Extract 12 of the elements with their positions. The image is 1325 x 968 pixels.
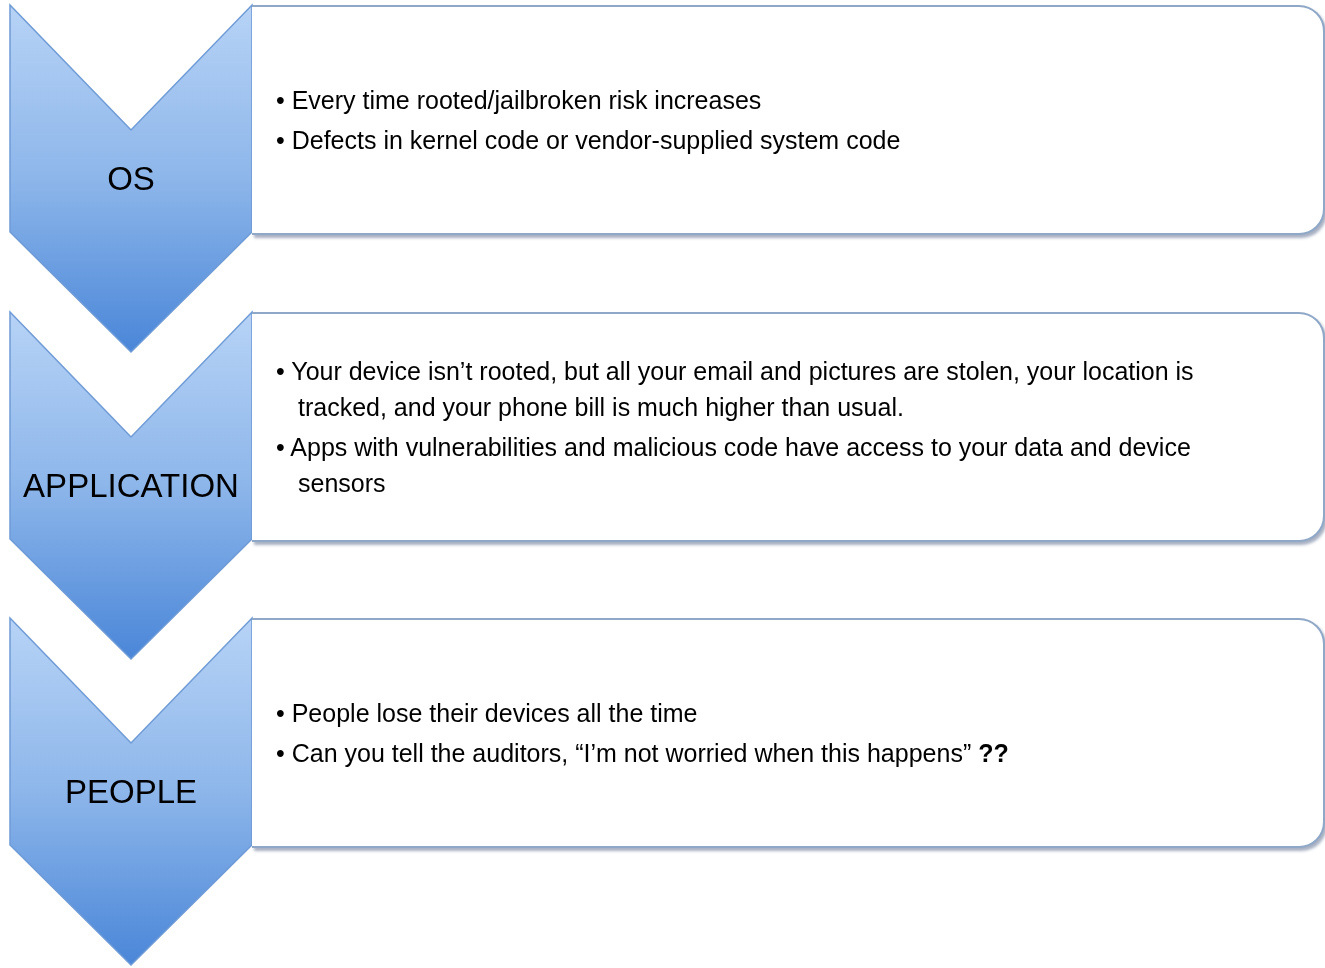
description-panel [252, 5, 1325, 235]
description-panel [252, 312, 1325, 542]
stage-label: APPLICATION [22, 467, 240, 505]
bullet-text: • Every time rooted/jailbroken risk increases [276, 85, 763, 117]
bullet-text: • People lose their devices all the time [276, 698, 699, 730]
stage-label: OS [106, 160, 156, 198]
description-panel [252, 618, 1325, 848]
bullet-text: • Defects in kernel code or vendor-supplied system code [276, 124, 901, 156]
bullet-text: • Apps with vulnerabilities and malicious code have access to your data and device sensors [276, 431, 1192, 499]
bullet-text: • Your device isn’t rooted, but all your email and pictures are stolen, your location is tracked, and your phone bill is much higher than usual. [276, 356, 1195, 424]
bullet-text: • Can you tell the auditors, “I’m not worried when this happens” ?? [276, 737, 1009, 769]
stage-label: PEOPLE [63, 773, 199, 811]
